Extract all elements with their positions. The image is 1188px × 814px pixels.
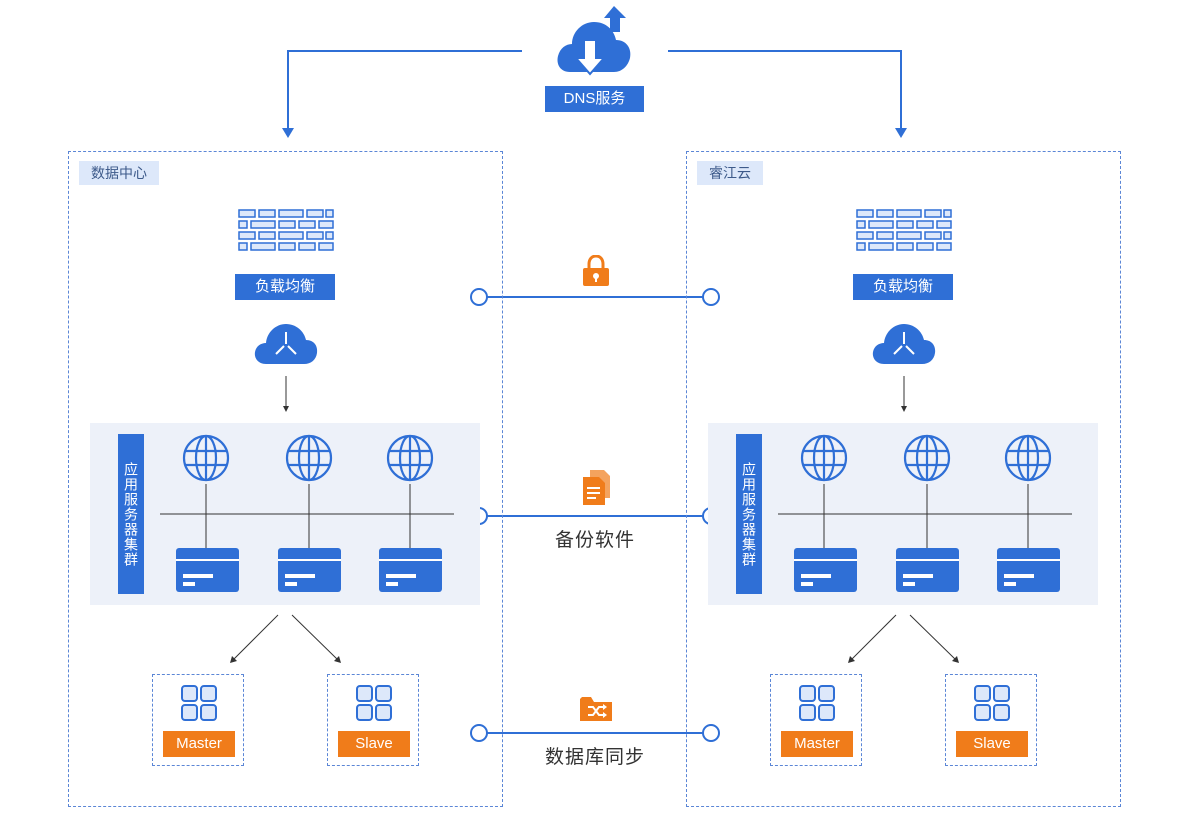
right-load-balancer-label: 负载均衡	[853, 274, 953, 300]
slave-label: Slave	[338, 731, 410, 757]
left-db-master: Master	[152, 674, 244, 766]
right-cluster-label: 应用服务器集群	[736, 434, 762, 594]
left-globe-icon-3	[386, 434, 434, 487]
right-db-master: Master	[770, 674, 862, 766]
right-firewall-icon	[856, 208, 952, 254]
left-datacenter-title: 数据中心	[79, 161, 159, 185]
left-server-icon-1	[176, 548, 239, 597]
left-globe-icon-1	[182, 434, 230, 487]
right-server-icon-2	[896, 548, 959, 597]
master-label: Master	[163, 731, 235, 757]
left-server-icon-2	[278, 548, 341, 597]
database-icon	[973, 684, 1011, 727]
right-server-icon-1	[794, 548, 857, 597]
dns-to-left-arrow	[287, 50, 522, 130]
left-datacenter-box	[68, 151, 503, 807]
database-icon	[355, 684, 393, 727]
left-db-slave: Slave	[327, 674, 419, 766]
left-router-cloud-icon	[254, 320, 318, 366]
right-globe-icon-2	[903, 434, 951, 487]
document-icon	[582, 470, 612, 511]
right-server-icon-3	[997, 548, 1060, 597]
sync-folder-icon	[580, 695, 612, 728]
lock-icon	[582, 254, 610, 292]
left-server-icon-3	[379, 548, 442, 597]
backup-software-label: 备份软件	[554, 530, 635, 551]
db-sync-label: 数据库同步	[544, 747, 645, 768]
slave-label: Slave	[956, 731, 1028, 757]
database-icon	[180, 684, 218, 727]
left-cluster-label: 应用服务器集群	[118, 434, 144, 594]
master-label: Master	[781, 731, 853, 757]
dns-to-right-arrow	[668, 50, 902, 130]
left-globe-icon-2	[285, 434, 333, 487]
right-db-slave: Slave	[945, 674, 1037, 766]
right-globe-icon-3	[1004, 434, 1052, 487]
right-datacenter-title: 睿江云	[697, 161, 763, 185]
right-datacenter-box	[686, 151, 1121, 807]
dns-service-label: DNS服务	[545, 86, 644, 112]
left-load-balancer-label: 负载均衡	[235, 274, 335, 300]
right-router-cloud-icon	[872, 320, 936, 366]
right-globe-icon-1	[800, 434, 848, 487]
dns-cloud-icon	[556, 6, 634, 80]
database-icon	[798, 684, 836, 727]
left-firewall-icon	[238, 208, 334, 254]
